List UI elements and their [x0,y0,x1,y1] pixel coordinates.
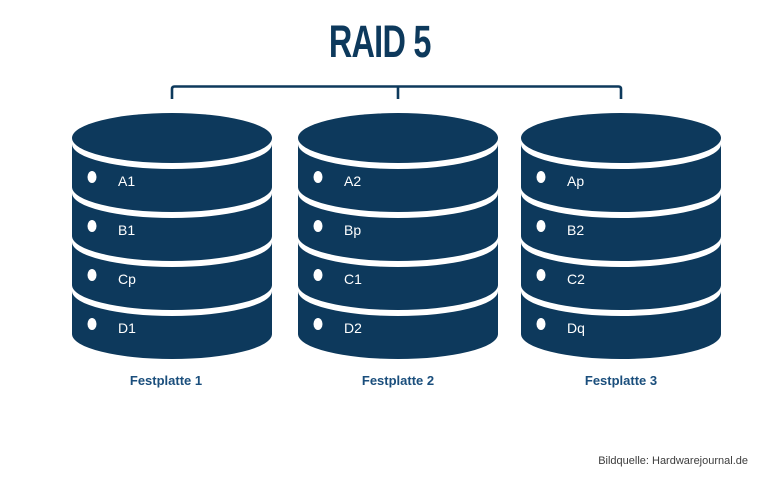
disk-caption-2: Festplatte 2 [361,373,435,388]
disk-caption-3: Festplatte 3 [584,373,658,388]
led-dot-icon [87,220,97,232]
led-dot-icon [536,269,546,281]
disk-block-label: D1 [118,320,136,336]
disk-top-platter [72,113,272,163]
disk-block-label: A2 [344,173,361,189]
hard-disk-1: A1 B1 Cp D1 [72,113,272,359]
led-dot-icon [536,171,546,183]
bracket-line [170,85,623,99]
disk-block-label: C1 [344,271,362,287]
disk-block [298,144,498,212]
diagram-title: RAID 5 [329,16,432,67]
led-dot-icon [313,220,323,232]
hard-disk-3: Ap B2 C2 Dq [521,113,721,359]
diagram-title-row: RAID 5 [0,16,760,68]
bracket-connector [170,85,623,99]
led-dot-icon [313,171,323,183]
disk-block-label: Dq [567,320,585,336]
led-dot-icon [87,171,97,183]
led-dot-icon [87,318,97,330]
disk-top-platter [298,113,498,163]
led-dot-icon [313,269,323,281]
disk-block [298,242,498,310]
disk-block-label: A1 [118,173,135,189]
disk-caption-1: Festplatte 1 [129,373,203,388]
disk-block-label: Cp [118,271,136,287]
disk-block-label: B1 [118,222,135,238]
disk-block [72,291,272,359]
disk-block-label: D2 [344,320,362,336]
disk-block [298,291,498,359]
led-dot-icon [313,318,323,330]
disk-block [72,242,272,310]
disk-block-label: C2 [567,271,585,287]
disk-block [72,193,272,261]
disk-block [72,144,272,212]
disk-block [521,144,721,212]
disk-block-label: B2 [567,222,584,238]
disk-block [298,193,498,261]
led-dot-icon [536,318,546,330]
led-dot-icon [536,220,546,232]
hard-disk-2: A2 Bp C1 D2 [298,113,498,359]
disk-block [521,291,721,359]
disk-top-platter [521,113,721,163]
disk-block [521,242,721,310]
led-dot-icon [87,269,97,281]
disk-block-label: Bp [344,222,361,238]
disk-block-label: Ap [567,173,584,189]
image-source-credit: Bildquelle: Hardwarejournal.de [598,455,748,467]
disk-block [521,193,721,261]
